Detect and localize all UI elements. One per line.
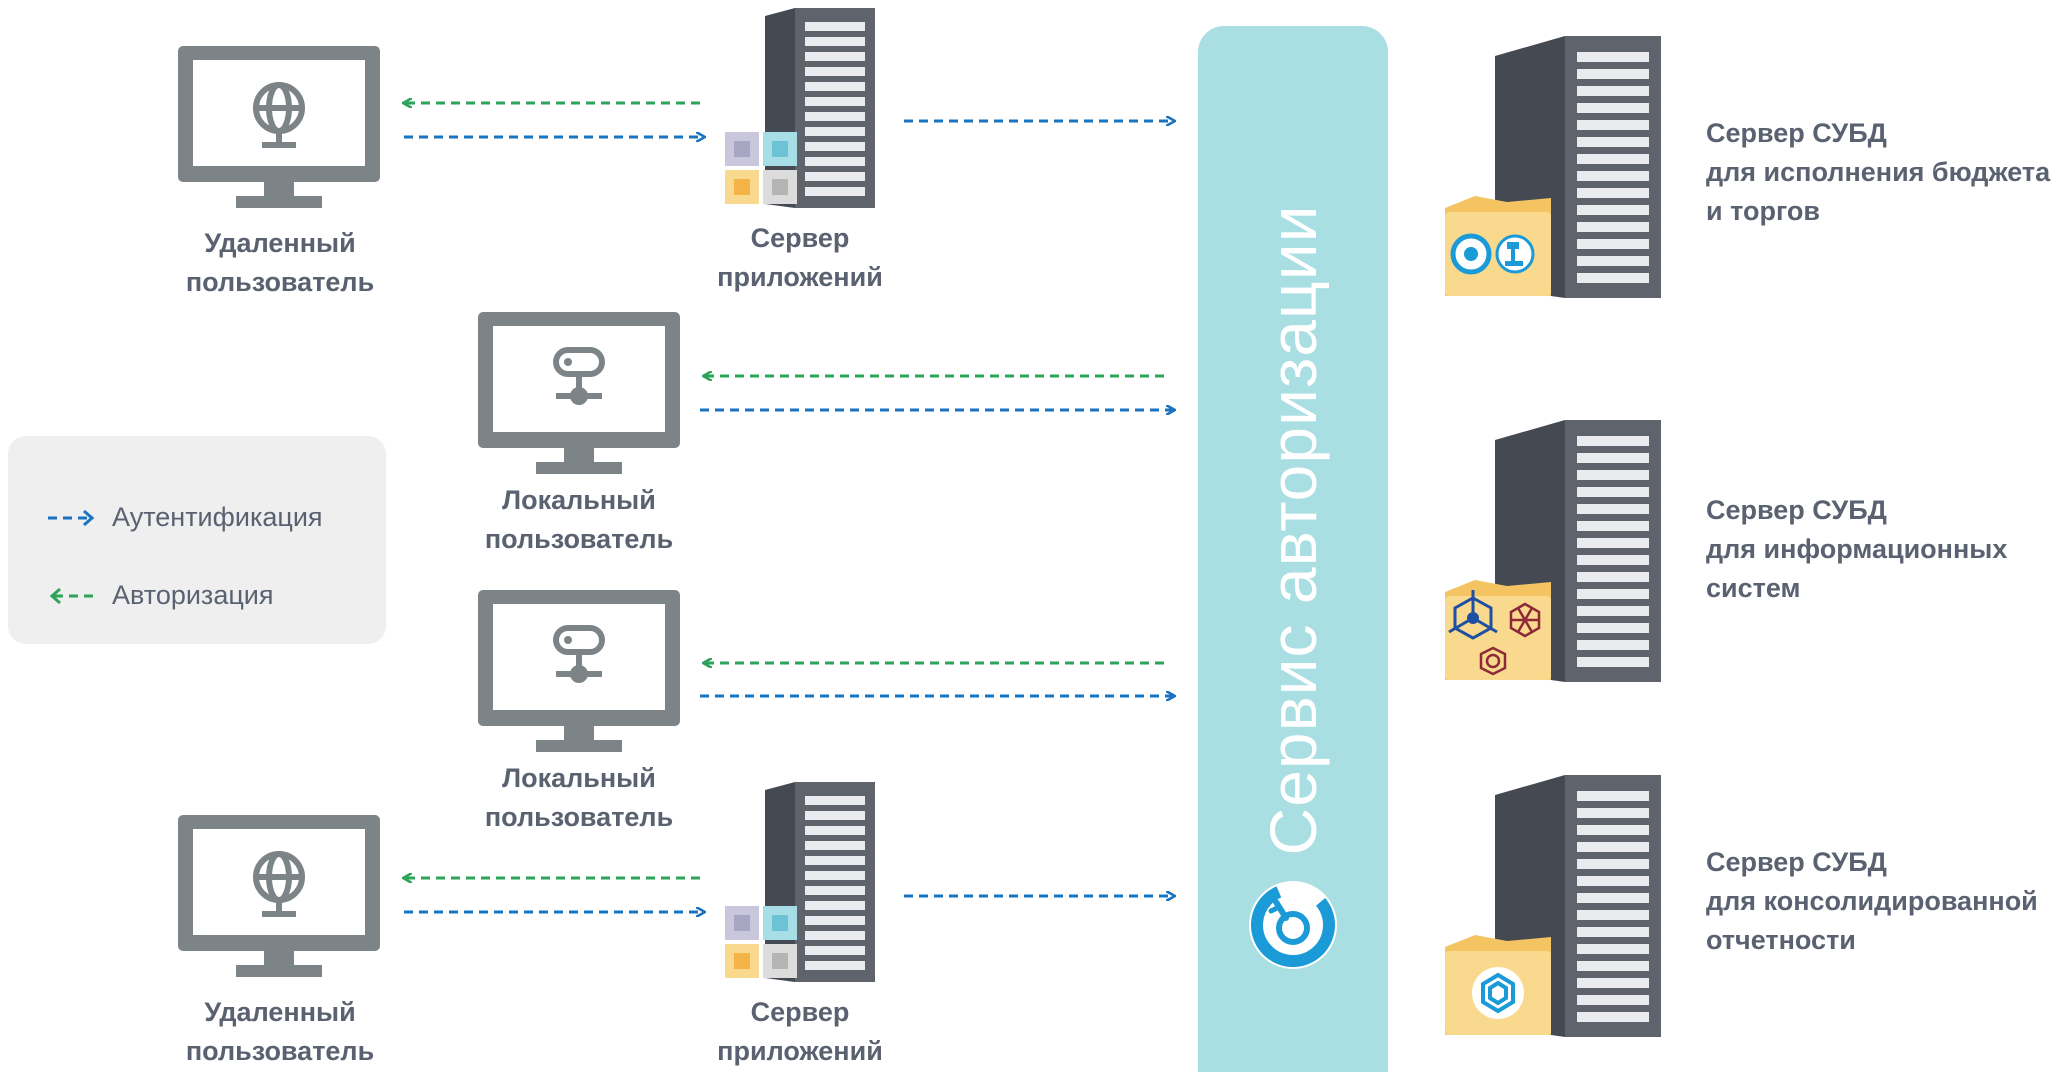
app-server-bottom-icon [725,782,875,982]
db-info-label: Сервер СУБД для информационных систем [1706,495,2008,603]
db-server-info-icon [1445,420,1661,682]
globe-icon [253,82,305,148]
local-user-1-monitor [478,312,680,474]
network-node-icon [553,625,605,683]
globe-icon [253,851,305,917]
auth-service-label: Сервис авторизации [1256,204,1330,856]
app-server-bottom-label: Сервер приложений [717,997,883,1066]
legend: Аутентификация Авторизация [8,436,386,644]
legend-label-authentication: Аутентификация [112,502,323,532]
db-server-budget-icon [1445,36,1661,298]
legend-item-authorization: Авторизация [46,580,274,611]
authorization-arrow-icon [49,587,96,604]
legend-item-authentication: Аутентификация [46,502,323,533]
legend-label-authorization: Авторизация [112,580,274,610]
local-user-1-label: Локальный пользователь [484,485,674,554]
db-budget-label: Сервер СУБД для исполнения бюджета и тор… [1706,118,2051,226]
db-consolidated-label: Сервер СУБД для консолидированной отчетн… [1706,847,2038,955]
key-icon [1249,881,1337,969]
app-server-top-label: Сервер приложений [717,223,883,292]
local-user-2-label: Локальный пользователь [484,763,674,832]
remote-user-bottom-monitor [178,815,380,977]
network-node-icon [553,347,605,405]
authentication-arrow-icon [48,509,95,526]
db-server-consolidated-icon [1445,775,1661,1037]
remote-user-top-label: Удаленный пользователь [185,228,375,297]
remote-user-top-monitor [178,46,380,208]
local-user-2-monitor [478,590,680,752]
app-server-top-icon [725,8,875,208]
remote-user-bottom-label: Удаленный пользователь [185,997,375,1066]
